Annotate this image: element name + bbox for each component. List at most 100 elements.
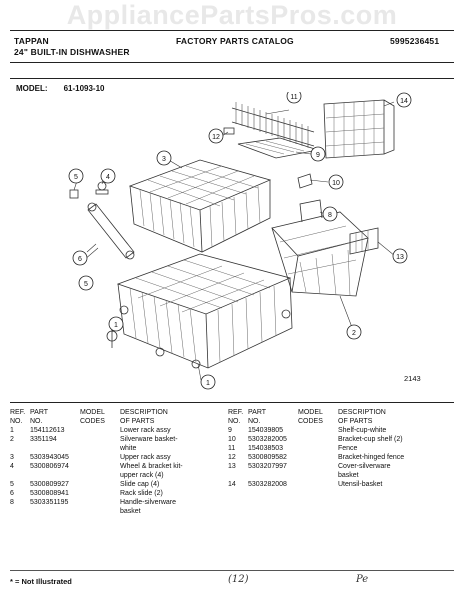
- callout-5: [68, 168, 84, 184]
- ref-cell: 9: [228, 427, 232, 434]
- ref-cell: 4: [10, 463, 14, 470]
- part-number-cell: 5300809927: [30, 481, 69, 488]
- ref-cell: 13: [228, 463, 236, 470]
- catalog-title: FACTORY PARTS CATALOG: [176, 36, 294, 46]
- model-codes-cell: [80, 435, 120, 453]
- header-top-rule: [10, 30, 454, 31]
- svg-text:5: 5: [74, 174, 78, 181]
- svg-text:1: 1: [206, 380, 210, 387]
- callout-8: [322, 206, 338, 222]
- part-number-cell: 5303943045: [30, 454, 69, 461]
- model-codes-cell: [80, 462, 120, 480]
- lower-rack: [116, 253, 293, 369]
- part-number-cell: 5300806974: [30, 463, 69, 470]
- ref-cell: 1: [10, 427, 14, 434]
- description-cell: Lower rack assy: [120, 427, 171, 434]
- model-codes-cell: [80, 453, 120, 462]
- model-codes-cell: [80, 480, 120, 489]
- model-codes-cell: [298, 480, 338, 489]
- svg-text:14: 14: [400, 98, 408, 105]
- watermark: AppliancePartsPros.com: [66, 0, 398, 30]
- callout-11: [286, 92, 302, 104]
- model-codes-cell: [80, 498, 120, 516]
- part-number-cell: 5303351195: [30, 499, 69, 506]
- model-codes-cell: [298, 426, 338, 435]
- description-cell: Bracket-hinged fence: [338, 454, 405, 461]
- cup-shelf-bracket: [297, 173, 313, 189]
- table-row: 9 154039805 Shelf-cup-white: [228, 426, 434, 435]
- callout-5b: [78, 275, 94, 291]
- model-codes-cell: [80, 489, 120, 498]
- fence: [231, 102, 315, 148]
- footnote: * = Not Illustrated: [10, 577, 72, 586]
- part-number-cell: 154039805: [248, 427, 284, 434]
- callout-1: [108, 316, 124, 332]
- part-number-cell: 154038503: [248, 445, 284, 452]
- svg-text:3: 3: [162, 156, 166, 163]
- handwritten-page-number: (12): [228, 574, 249, 585]
- svg-text:13: 13: [396, 254, 404, 261]
- upper-rack: [128, 159, 272, 253]
- model-codes-cell: [298, 462, 338, 480]
- callout-13: [392, 248, 408, 264]
- part-number-cell: 5300808941: [30, 490, 69, 497]
- callout-14: [396, 92, 412, 108]
- hinged-fence-bracket: [223, 127, 235, 135]
- model-codes-cell: [298, 435, 338, 444]
- ref-cell: 5: [10, 481, 14, 488]
- svg-text:1: 1: [114, 322, 118, 329]
- part-number-cell: 3351194: [30, 436, 57, 443]
- header-bottom-rule: [10, 62, 454, 63]
- part-number-cell: 5300809582: [248, 454, 287, 461]
- svg-text:9: 9: [316, 152, 320, 159]
- rack-slide: [87, 202, 135, 260]
- svg-text:2: 2: [352, 330, 356, 337]
- ref-header: REF.NO.: [228, 409, 244, 425]
- table-top-rule: [10, 402, 454, 403]
- description-cell: Slide cap (4): [120, 481, 160, 488]
- svg-text:12: 12: [212, 134, 220, 141]
- description-cell: Utensil-basket: [338, 481, 383, 488]
- lower-rack-wheel: [106, 328, 118, 348]
- description-cell: Rack slide (2): [120, 490, 163, 497]
- brand-name: TAPPAN: [14, 36, 49, 46]
- model-line: MODEL:61-1093-10: [16, 84, 120, 93]
- basket-cover: [349, 227, 379, 255]
- model-top-rule: [10, 78, 454, 79]
- ref-cell: 6: [10, 490, 14, 497]
- table-row: 5 5300809927 Slide cap (4): [10, 480, 216, 489]
- model-codes-cell: [80, 426, 120, 435]
- callout-2: [346, 324, 362, 340]
- svg-text:11: 11: [290, 94, 297, 101]
- table-bottom-rule: [10, 570, 454, 571]
- description-cell: Shelf-cup-white: [338, 427, 387, 434]
- callout-4: [100, 168, 116, 184]
- utensil-basket: [323, 99, 395, 159]
- part-number-cell: 5303207997: [248, 463, 287, 470]
- description-cell: Upper rack assy: [120, 454, 171, 461]
- part-number-cell: 5303282005: [248, 436, 287, 443]
- silverware-basket: [271, 199, 369, 297]
- product-name: 24" BUILT-IN DISHWASHER: [14, 47, 130, 57]
